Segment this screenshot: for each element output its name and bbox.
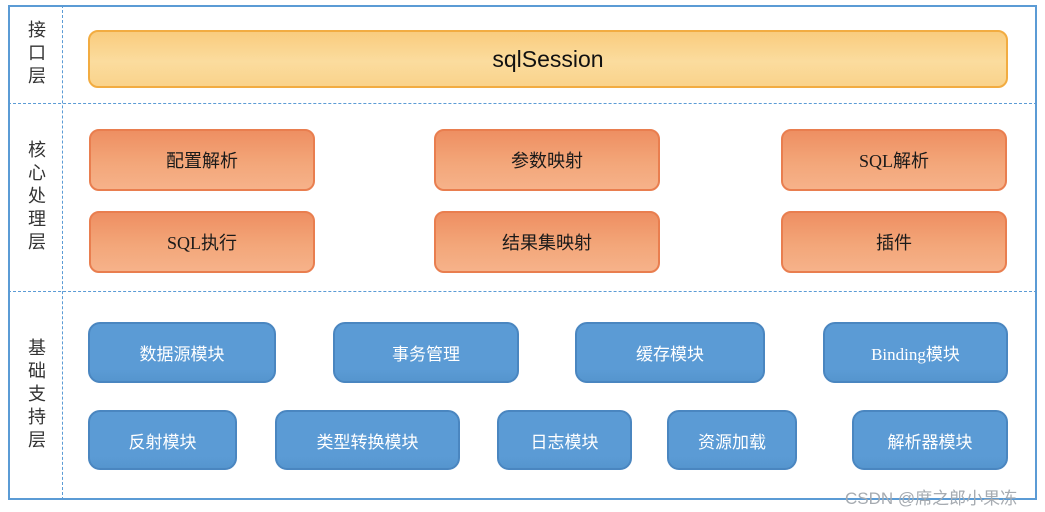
csdn-watermark: CSDN @席之郎小果冻 [845,489,1018,508]
layer-label-core: 核心处理层 [26,139,46,255]
box-sql-parse: SQL解析 [781,129,1007,191]
interface-core-divider [8,103,1037,104]
box-cache-module: 缓存模块 [575,322,765,383]
box-type-conversion-module: 类型转换模块 [275,410,460,470]
layer-label-interface: 接口层 [26,19,46,89]
core-base-divider [8,291,1037,292]
box-resource-loading: 资源加载 [667,410,797,470]
box-param-mapping: 参数映射 [434,129,660,191]
box-log-module: 日志模块 [497,410,632,470]
layer-label-base: 基础支持层 [26,338,46,453]
box-plugin: 插件 [781,211,1007,273]
box-resultset-mapping: 结果集映射 [434,211,660,273]
outer-frame [8,5,1037,500]
label-column-divider [62,5,63,500]
box-parser-module: 解析器模块 [852,410,1008,470]
box-datasource-module: 数据源模块 [88,322,276,383]
box-config-parse: 配置解析 [89,129,315,191]
box-transaction-management: 事务管理 [333,322,519,383]
box-reflection-module: 反射模块 [88,410,237,470]
box-sqlsession: sqlSession [88,30,1008,88]
box-binding-module: Binding模块 [823,322,1008,383]
box-sql-execute: SQL执行 [89,211,315,273]
